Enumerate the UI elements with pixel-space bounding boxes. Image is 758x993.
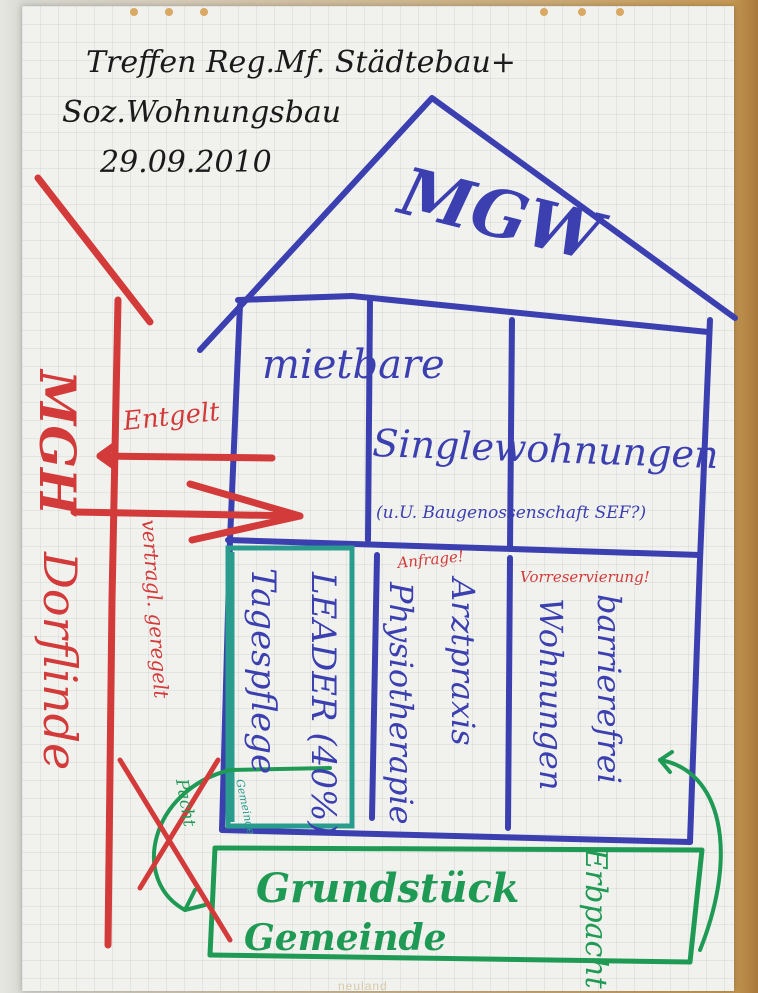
vorreservierung-note: Vorreservierung!	[520, 568, 650, 586]
pacht-cross	[117, 757, 233, 943]
mgh-label: MGH	[28, 368, 87, 517]
tagespflege-room	[225, 545, 355, 829]
binding-hole	[578, 8, 586, 16]
upper-floor-line-2: Singlewohnungen	[372, 421, 720, 477]
room-physio: Physiotherapie	[382, 581, 420, 825]
entgelt-label: Entgelt	[121, 397, 222, 437]
title-line-1: Treffen Reg.Mf. Städtebau+	[86, 45, 516, 80]
house-outline	[197, 95, 738, 845]
binding-hole	[165, 8, 173, 16]
room-tagespflege: Tagespflege	[243, 568, 283, 774]
binding-hole	[616, 8, 624, 16]
neuland-watermark: neuland	[338, 979, 388, 993]
foundation-box	[207, 845, 705, 965]
pacht-arrow	[151, 766, 332, 912]
roof-label: MGW	[390, 151, 614, 278]
dorflinde-label: Dorflinde	[33, 551, 87, 770]
room-arztpraxis: Arztpraxis	[444, 575, 482, 746]
flipchart-paper	[22, 6, 734, 991]
upper-floor-note: (u.U. Baugenossenschaft SEF?)	[376, 503, 646, 523]
binding-hole	[540, 8, 548, 16]
upper-floor-line-1: mietbare	[262, 342, 445, 388]
title-line-2: Soz.Wohnungsbau	[62, 95, 341, 130]
red-arrows	[34, 174, 304, 949]
title-date: 29.09.2010	[99, 145, 272, 180]
room-leader: LEADER (40%)	[303, 571, 343, 835]
foundation-line-1: Grundstück	[256, 865, 520, 912]
binding-hole	[200, 8, 208, 16]
room-barrierefrei: barrierefrei	[590, 594, 628, 784]
erbpacht-arrow	[658, 750, 723, 952]
vertrag-label: vertragl. geregelt	[137, 519, 174, 700]
anfrage-note: Anfrage!	[395, 547, 465, 572]
foundation-line-2: Gemeinde	[244, 917, 447, 959]
erbpacht-label: Erbpacht	[578, 847, 613, 990]
room-wohnungen: Wohnungen	[532, 598, 570, 790]
binding-hole	[130, 8, 138, 16]
